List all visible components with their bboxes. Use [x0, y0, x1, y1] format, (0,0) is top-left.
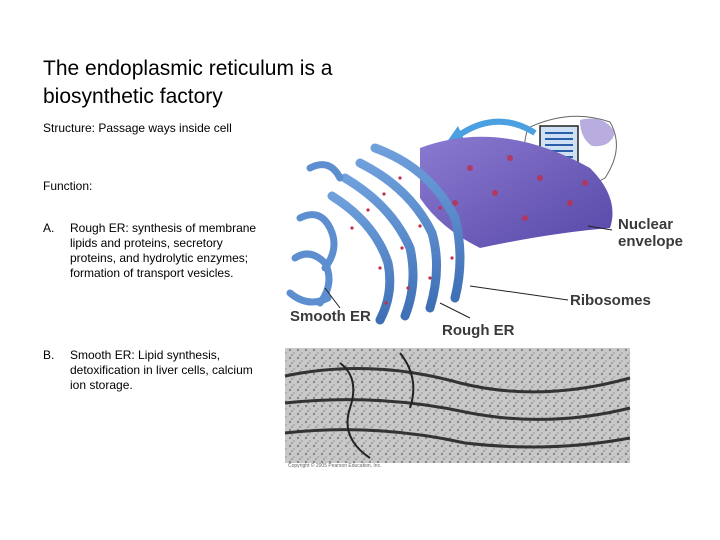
- item-b-letter: B.: [43, 348, 55, 362]
- nucleus-granules: [452, 155, 588, 221]
- rough-er: [327, 143, 465, 325]
- nucleus-region: [420, 136, 613, 248]
- slide-title: The endoplasmic reticulum is a biosynthe…: [43, 57, 333, 108]
- er-illustration: [284, 115, 631, 463]
- label-rough-er: Rough ER: [442, 322, 515, 339]
- micrograph: [284, 348, 631, 463]
- ribosome-dots: [350, 176, 454, 305]
- label-ribosomes: Ribosomes: [570, 292, 651, 309]
- pointer-arrow: [453, 118, 537, 141]
- item-b-text: Smooth ER: Lipid synthesis, detoxificati…: [70, 348, 253, 392]
- item-a-text: Rough ER: synthesis of membrane lipids a…: [70, 221, 257, 280]
- label-leaders: [324, 225, 613, 319]
- function-heading: Function:: [43, 179, 93, 193]
- smooth-er: [286, 161, 344, 307]
- structure-text: Structure: Passage ways inside cell: [43, 121, 232, 135]
- er-figure: Nuclear envelope Smooth ER Rough ER Ribo…: [280, 108, 700, 478]
- label-nuclear-envelope: Nuclear envelope: [618, 216, 684, 250]
- copyright-text: Copyright © 2005 Pearson Education, Inc.: [288, 463, 382, 469]
- item-a-letter: A.: [43, 221, 55, 235]
- label-smooth-er: Smooth ER: [290, 308, 371, 325]
